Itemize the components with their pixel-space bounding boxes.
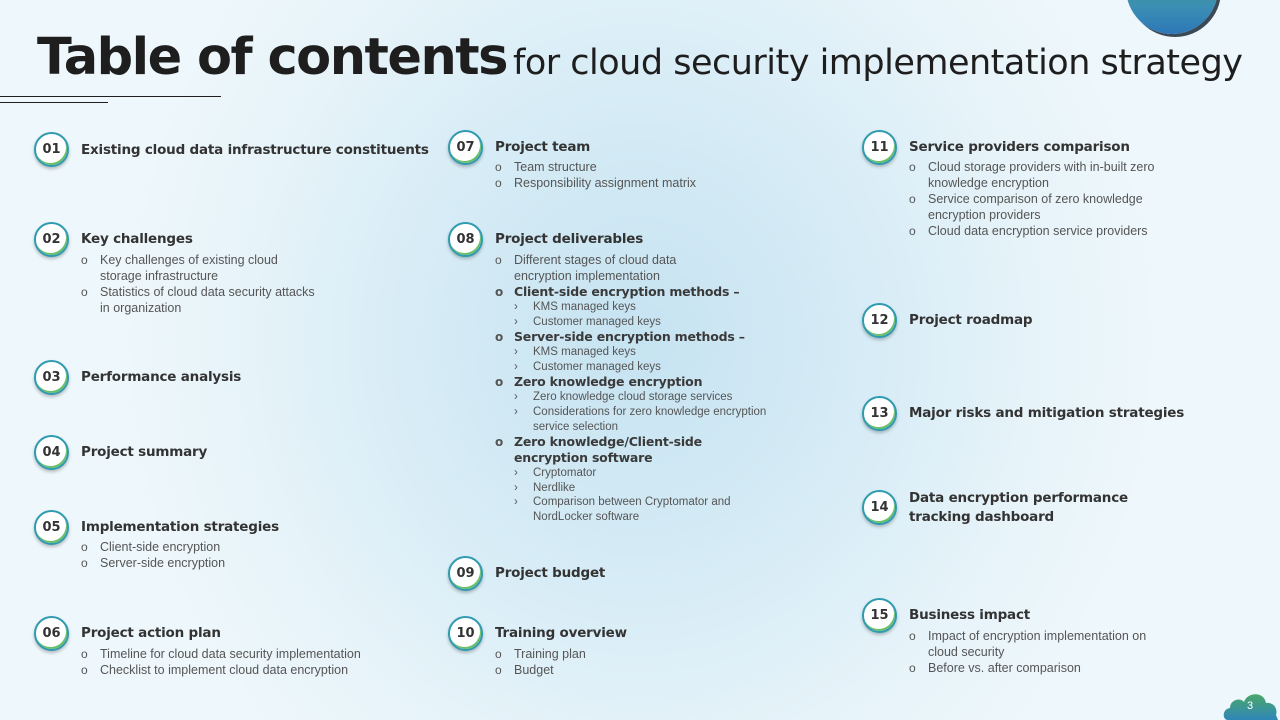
item-heading: Major risks and mitigation strategies	[909, 405, 1185, 421]
list-item: Cloud storage providers with in-built ze…	[909, 159, 1155, 191]
item-sublist: Cloud storage providers with in-built ze…	[909, 159, 1155, 239]
item-number-badge: 13	[862, 396, 897, 431]
list-item: Before vs. after comparison	[909, 660, 1146, 676]
list-item: Budget	[495, 662, 586, 678]
list-subitem: Customer managed keys	[495, 360, 766, 375]
item-number-badge: 10	[448, 616, 483, 651]
item-sublist: Impact of encryption implementation oncl…	[909, 628, 1146, 676]
item-heading: Existing cloud data infrastructure const…	[81, 142, 429, 158]
item-heading: Implementation strategies	[81, 519, 279, 535]
item-sublist: Timeline for cloud data security impleme…	[81, 646, 361, 678]
item-number-badge: 07	[448, 130, 483, 165]
list-item: Team structure	[495, 159, 696, 175]
list-item: Client-side encryption	[81, 539, 225, 555]
list-item: Checklist to implement cloud data encryp…	[81, 662, 361, 678]
item-heading: Project action plan	[81, 625, 221, 641]
item-heading: Project team	[495, 139, 591, 155]
list-subitem: KMS managed keys	[495, 300, 766, 315]
list-item: Server-side encryption	[81, 555, 225, 571]
list-item: Zero knowledge encryption	[495, 374, 766, 390]
item-number-badge: 14	[862, 490, 897, 525]
item-number-badge: 08	[448, 222, 483, 257]
list-subitem: Considerations for zero knowledge encryp…	[495, 405, 766, 434]
title-subtitle: for cloud security implementation strate…	[513, 43, 1243, 83]
page-number: 3	[1247, 700, 1254, 712]
list-item: Cloud data encryption service providers	[909, 223, 1155, 239]
list-subitem: Nerdlike	[495, 481, 766, 496]
list-subitem: KMS managed keys	[495, 345, 766, 360]
item-heading: Project summary	[81, 444, 208, 460]
list-item: Statistics of cloud data security attack…	[81, 284, 315, 316]
item-number-badge: 09	[448, 556, 483, 591]
item-number-badge: 03	[34, 360, 69, 395]
item-number-badge: 06	[34, 616, 69, 651]
list-subitem: Zero knowledge cloud storage services	[495, 390, 766, 405]
list-item: Timeline for cloud data security impleme…	[81, 646, 361, 662]
item-number-badge: 11	[862, 130, 897, 165]
list-subitem: Cryptomator	[495, 466, 766, 481]
item-heading: Project deliverables	[495, 231, 644, 247]
list-item: Service comparison of zero knowledgeencr…	[909, 191, 1155, 223]
list-item: Training plan	[495, 646, 586, 662]
list-item: Key challenges of existing cloudstorage …	[81, 252, 315, 284]
item-sublist: Client-side encryption Server-side encry…	[81, 539, 225, 571]
list-subitem: Customer managed keys	[495, 315, 766, 330]
item-heading: Training overview	[495, 625, 627, 641]
item-sublist: Key challenges of existing cloudstorage …	[81, 252, 315, 316]
item-sublist: Training plan Budget	[495, 646, 586, 678]
item-sublist: Different stages of cloud dataencryption…	[495, 252, 766, 525]
list-item: Different stages of cloud dataencryption…	[495, 252, 766, 284]
list-item: Server-side encryption methods –	[495, 329, 766, 345]
title-main: Table of contents	[37, 28, 509, 87]
item-heading: Project roadmap	[909, 312, 1033, 328]
item-heading: Business impact	[909, 607, 1031, 623]
title-underline	[0, 96, 221, 97]
item-heading: Service providers comparison	[909, 139, 1130, 155]
item-sublist: Team structure Responsibility assignment…	[495, 159, 696, 191]
list-subitem: Comparison between Cryptomator andNordLo…	[495, 495, 766, 524]
item-number-badge: 04	[34, 435, 69, 470]
item-number-badge: 01	[34, 132, 69, 167]
list-item: Responsibility assignment matrix	[495, 175, 696, 191]
item-heading: Performance analysis	[81, 369, 242, 385]
item-heading: Project budget	[495, 565, 606, 581]
item-number-badge: 02	[34, 222, 69, 257]
item-number-badge: 15	[862, 598, 897, 633]
item-number-badge: 05	[34, 510, 69, 545]
item-number-badge: 12	[862, 303, 897, 338]
list-item: Impact of encryption implementation oncl…	[909, 628, 1146, 660]
list-item: Client-side encryption methods –	[495, 284, 766, 300]
title-underline-short	[0, 102, 108, 103]
cloud-icon	[1223, 694, 1278, 720]
item-heading: Key challenges	[81, 231, 193, 247]
